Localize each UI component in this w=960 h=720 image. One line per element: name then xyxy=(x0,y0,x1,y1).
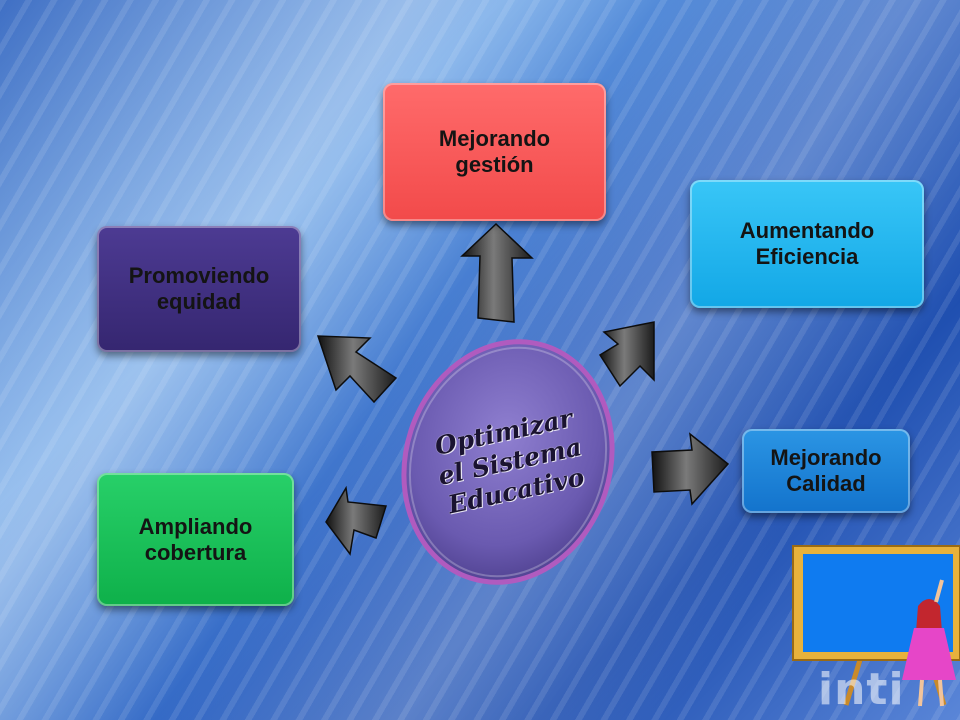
node-ampliando-cobertura: Ampliando cobertura xyxy=(97,473,294,606)
watermark-logo: inti xyxy=(818,664,905,715)
node-aumentando-eficiencia: Aumentando Eficiencia xyxy=(690,180,924,308)
node-mejorando-calidad: Mejorando Calidad xyxy=(742,429,910,513)
arrow-to-calidad xyxy=(651,432,730,506)
arrow-to-eficiencia xyxy=(598,321,655,388)
arrow-to-cobertura xyxy=(325,485,387,556)
teacher-at-blackboard-icon xyxy=(792,545,960,707)
arrow-to-equidad xyxy=(316,335,398,404)
node-mejorando-gestion: Mejorando gestión xyxy=(383,83,606,221)
node-promoviendo-equidad-label: Promoviendo equidad xyxy=(128,263,270,314)
center-label: Optimizar el Sistema Educativo xyxy=(432,403,587,520)
node-promoviendo-equidad: Promoviendo equidad xyxy=(97,226,301,352)
node-ampliando-cobertura-label: Ampliando cobertura xyxy=(138,513,253,565)
node-mejorando-calidad-label: Mejorando Calidad xyxy=(770,445,882,496)
arrow-to-gestion xyxy=(460,222,534,323)
center-ellipse xyxy=(401,339,615,585)
node-mejorando-gestion-label: Mejorando gestión xyxy=(438,126,551,177)
node-aumentando-eficiencia-label: Aumentando Eficiencia xyxy=(739,218,875,269)
